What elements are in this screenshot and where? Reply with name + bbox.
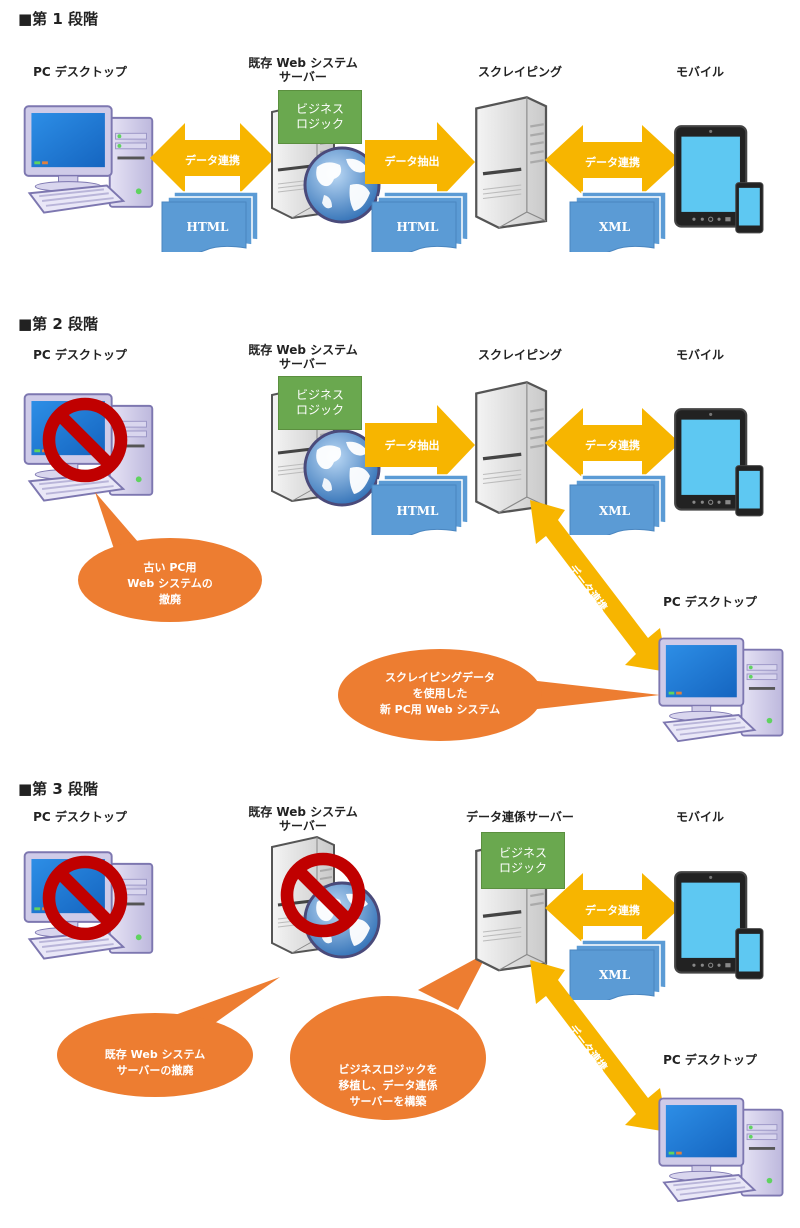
bubble-text-old-server: 既存 Web システム サーバーの撤廃	[104, 1048, 206, 1077]
pc-new-label: PC デスクトップ	[663, 595, 757, 609]
data-link-arrow-2	[545, 125, 680, 195]
pc-old-label: PC デスクトップ	[33, 348, 127, 362]
html-doc-label-2: HTML	[396, 220, 439, 234]
scraping-label: スクレイピング	[477, 65, 562, 79]
data-server-label: データ連係サーバー	[466, 810, 574, 824]
business-logic-box: ビジネス ロジック	[278, 376, 362, 430]
pc-desktop-icon	[15, 92, 160, 222]
stage-3-title: ■第 3 段階	[18, 780, 99, 798]
data-link-label: データ連携	[185, 154, 240, 167]
bubble-text-new-pc: スクレイピングデータ を使用した 新 PC用 Web システム	[379, 671, 501, 716]
mobile-label: モバイル	[675, 348, 724, 362]
data-extract-arrow	[365, 122, 475, 202]
data-link-label: データ連携	[585, 904, 640, 917]
web-server-label: 既存 Web システム サーバー	[248, 805, 358, 833]
html-doc-label: HTML	[186, 220, 229, 234]
pc-label: PC デスクトップ	[33, 65, 127, 79]
diagonal-data-link-arrow	[530, 500, 668, 672]
prohibited-icon	[40, 853, 130, 943]
pc-new-label: PC デスクトップ	[663, 1053, 757, 1067]
xml-doc-label: XML	[598, 504, 631, 518]
scraping-server-icon	[465, 375, 555, 520]
mobile-devices-icon	[668, 868, 768, 983]
data-extract-arrow	[365, 405, 475, 485]
speech-bubble-2	[338, 649, 660, 741]
mobile-label: モバイル	[675, 65, 724, 79]
mobile-devices-icon	[668, 405, 768, 520]
diagonal-data-link-arrow	[530, 960, 668, 1132]
data-link-label: データ連携	[585, 439, 640, 452]
mobile-label: モバイル	[675, 810, 724, 824]
business-logic-box: ビジネス ロジック	[278, 90, 362, 144]
data-link-arrow	[545, 408, 680, 478]
web-server-label: 既存 Web システム サーバー	[248, 343, 358, 371]
mobile-devices-icon	[668, 122, 768, 237]
prohibited-icon-2	[278, 850, 368, 940]
bubble-text-old-pc: 古い PC用 Web システムの 撤廃	[127, 561, 213, 606]
scraping-server-icon	[465, 90, 555, 235]
pc-old-label: PC デスクトップ	[33, 810, 127, 824]
data-link-label-2: データ連携	[585, 156, 640, 169]
data-link-arrow	[150, 123, 275, 193]
prohibited-icon	[40, 395, 130, 485]
stage-2-title: ■第 2 段階	[18, 315, 99, 333]
web-server-label: 既存 Web システム サーバー	[248, 56, 358, 84]
pc-desktop-new-icon	[650, 1085, 790, 1210]
speech-bubble-4	[290, 952, 488, 1120]
speech-bubble-3	[57, 977, 280, 1097]
scraping-label: スクレイピング	[477, 348, 562, 362]
bubble-text-data-server: ビジネスロジックを 移植し、データ連係 サーバーを構築	[338, 1063, 438, 1108]
data-extract-label: データ抽出	[384, 439, 440, 452]
xml-doc-label: XML	[598, 220, 631, 234]
xml-doc-label: XML	[598, 968, 631, 982]
html-doc-label: HTML	[396, 504, 439, 518]
data-link-arrow	[545, 873, 680, 943]
pc-desktop-new-icon	[650, 625, 790, 750]
business-logic-box: ビジネス ロジック	[481, 832, 565, 889]
speech-bubble	[78, 492, 262, 622]
stage-1-title: ■第 1 段階	[18, 10, 99, 28]
data-extract-label: データ抽出	[384, 155, 440, 168]
